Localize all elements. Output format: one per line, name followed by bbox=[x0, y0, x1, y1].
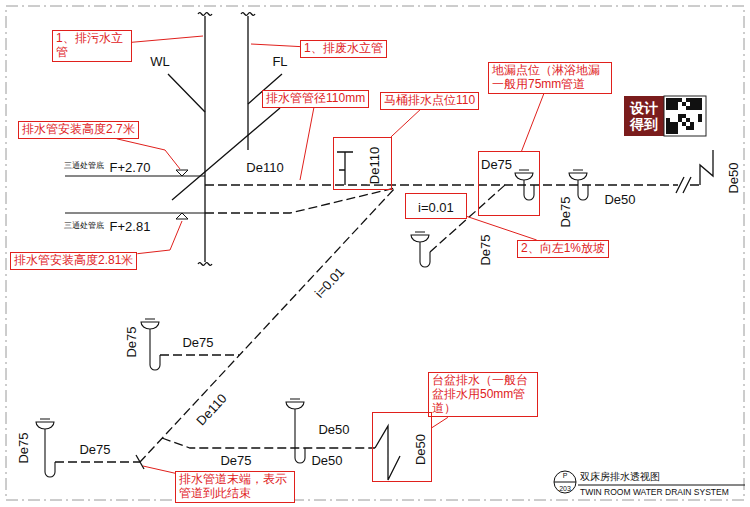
pipe-label: De75 bbox=[219, 454, 252, 468]
sheet-number: P bbox=[563, 472, 568, 480]
break-mark bbox=[676, 177, 691, 193]
callout-box: 排水管道末端，表示管道到此结束 bbox=[175, 471, 295, 503]
highlight-box: De75 bbox=[478, 151, 540, 216]
toilet-outlet bbox=[337, 152, 353, 185]
pipe-label: 三通处管底 bbox=[63, 162, 105, 171]
pipe-size-text: De110 bbox=[367, 147, 382, 184]
callout-text: 排水管管径110mm bbox=[266, 92, 365, 106]
callout-box: 地漏点位（淋浴地漏一般用75mm管道 bbox=[488, 62, 612, 94]
highlight-box: i=0.01 bbox=[405, 193, 467, 219]
riser-symbol bbox=[700, 150, 713, 185]
qr-ground bbox=[664, 96, 706, 136]
basin-trap bbox=[375, 426, 400, 480]
leader-line bbox=[143, 466, 175, 473]
pipe-size-text: i=0.01 bbox=[418, 200, 454, 215]
pipe-size-text: De50 bbox=[413, 434, 428, 465]
sheet-number: 203 bbox=[559, 485, 571, 493]
leader-line bbox=[432, 417, 448, 427]
pipe-label: i=0.01 bbox=[312, 264, 348, 301]
page-border bbox=[6, 6, 744, 500]
elevation-mark bbox=[176, 170, 188, 219]
pipe-label: De75 bbox=[559, 195, 573, 228]
callout-text: 1、排污水立管 bbox=[56, 32, 128, 60]
callout-text: 排水管道末端，表示管道到此结束 bbox=[179, 473, 291, 501]
highlight-box: De50 bbox=[372, 412, 432, 482]
pipe-end-mark bbox=[136, 455, 144, 469]
leader-line bbox=[391, 110, 420, 137]
drawing-caption: TWIN ROOM WATER DRAIN SYSTEM bbox=[580, 487, 729, 497]
leader-line bbox=[300, 108, 314, 180]
pipe-label: De50 bbox=[310, 454, 343, 468]
pipe-label: De50 bbox=[727, 161, 741, 194]
callout-text: 地漏点位（淋浴地漏一般用75mm管道 bbox=[492, 64, 608, 92]
logo-badge bbox=[624, 96, 664, 136]
highlight-box: De110 bbox=[333, 137, 392, 190]
pipe-label: De110 bbox=[193, 391, 230, 430]
pipe-label: 三通处管底 bbox=[63, 222, 105, 231]
pipe-label: De110 bbox=[245, 161, 284, 175]
title-rule bbox=[554, 482, 745, 485]
pipe-label: De50 bbox=[603, 193, 636, 207]
callout-text: 排水管安装高度2.7米 bbox=[22, 123, 135, 137]
pipe-size-text: De75 bbox=[481, 157, 512, 172]
pipe-label: De75 bbox=[125, 325, 139, 358]
callout-box: 排水管管径110mm bbox=[262, 90, 369, 108]
drain-pipe bbox=[55, 185, 700, 462]
stack-pipe bbox=[205, 16, 248, 262]
floor-drain bbox=[36, 170, 588, 477]
callout-box: 2、向左1%放坡 bbox=[517, 240, 609, 258]
pipe-label: FL bbox=[271, 55, 288, 69]
callout-box: 马桶排水点位110 bbox=[380, 92, 479, 110]
leader-line bbox=[522, 94, 544, 151]
callout-text: 排水管安装高度2.81米 bbox=[14, 254, 133, 268]
pipe-label: WL bbox=[149, 55, 171, 69]
callout-box: 排水管安装高度2.7米 bbox=[18, 121, 139, 139]
callout-text: 2、向左1%放坡 bbox=[521, 242, 605, 256]
qr-code bbox=[666, 98, 702, 134]
callout-box: 台盆排水（一般台盆排水用50mm管道） bbox=[428, 372, 538, 417]
pipe-label: De50 bbox=[317, 423, 350, 437]
leader-line bbox=[251, 44, 300, 47]
pipe-label: F+2.81 bbox=[109, 220, 152, 234]
elevation-line bbox=[65, 176, 205, 213]
callout-text: 台盆排水（一般台盆排水用50mm管道） bbox=[432, 374, 534, 415]
callout-box: 1、排污水立管 bbox=[52, 30, 132, 62]
callout-text: 1、排废水立管 bbox=[304, 42, 383, 56]
pipe-label: F+2.70 bbox=[109, 161, 152, 175]
leader-line bbox=[467, 216, 537, 240]
break-mark bbox=[198, 13, 255, 266]
leader-line bbox=[132, 36, 203, 42]
pipe-label: De75 bbox=[17, 431, 31, 464]
pipe-label: De75 bbox=[78, 443, 111, 457]
callout-box: 1、排废水立管 bbox=[300, 40, 387, 58]
pipe-label: De75 bbox=[479, 233, 493, 266]
pipe-label: De75 bbox=[181, 336, 214, 350]
logo-text: 设计得到 bbox=[630, 100, 659, 132]
callout-text: 马桶排水点位110 bbox=[384, 94, 475, 108]
drawing-title: 双床房排水透视图 bbox=[580, 470, 660, 484]
callout-box: 排水管安装高度2.81米 bbox=[10, 252, 137, 270]
